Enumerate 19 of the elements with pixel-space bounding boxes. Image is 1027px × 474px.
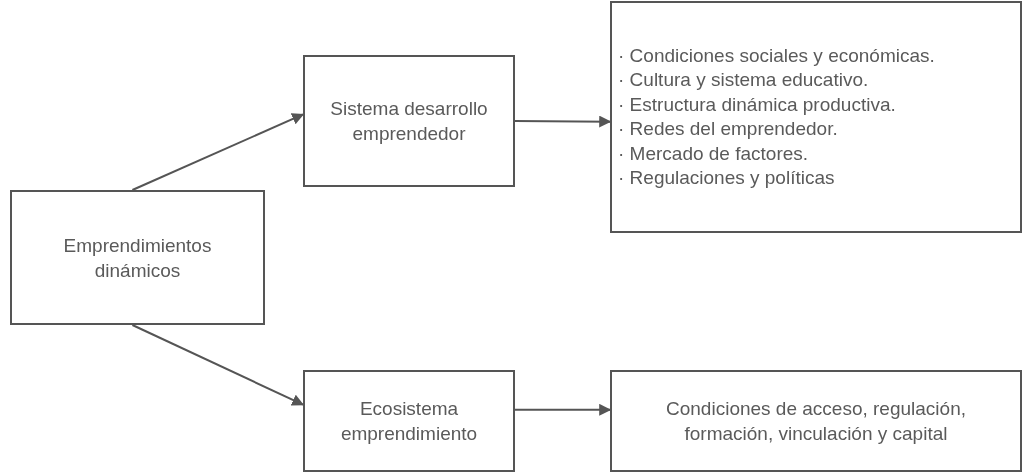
list-item: · Regulaciones y políticas xyxy=(618,166,835,190)
process-box xyxy=(303,370,515,472)
box-label: Emprendimientos dinámicos xyxy=(62,233,213,283)
arrow xyxy=(131,324,305,406)
list-box xyxy=(610,1,1022,233)
process-box xyxy=(10,190,265,325)
process-box xyxy=(610,370,1022,472)
box-label: Condiciones de acceso, regulación, formación, vinculación y capital xyxy=(665,397,967,446)
list-item: · Condiciones sociales y económicas. xyxy=(618,43,935,68)
list-item: · Redes del emprendedor. xyxy=(618,117,838,141)
list-item: · Estructura dinámica productiva. xyxy=(618,92,896,117)
process-box xyxy=(303,55,515,187)
arrow xyxy=(514,403,612,416)
list-item: · Cultura y sistema educativo. xyxy=(618,68,869,92)
list-item: · Mercado de factores. xyxy=(618,141,809,166)
box-label: Sistema desarrollo emprendedor xyxy=(329,97,489,146)
arrow xyxy=(514,115,612,128)
arrow xyxy=(131,113,305,191)
box-label: Ecosistema emprendimiento xyxy=(339,397,479,446)
